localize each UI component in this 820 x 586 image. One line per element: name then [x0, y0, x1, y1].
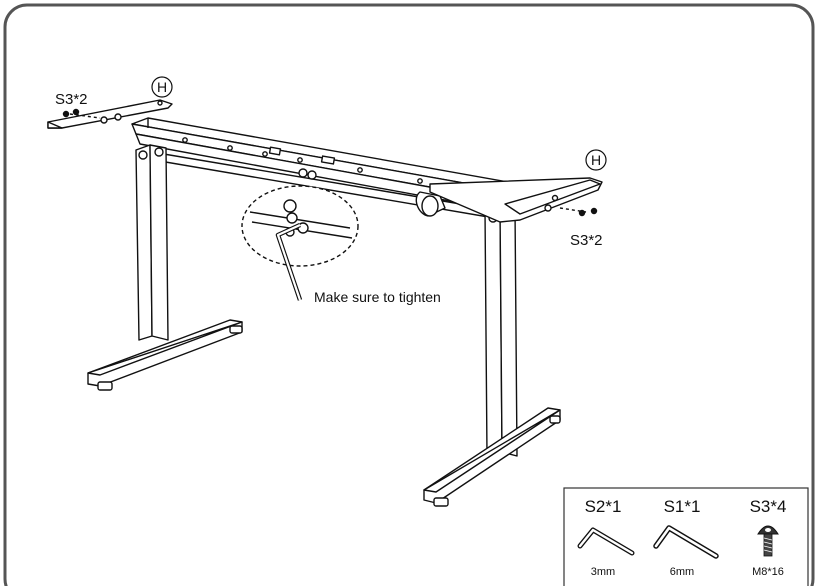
detail-callout — [241, 185, 359, 301]
right-screw-label: S3*2 — [570, 232, 603, 249]
left-screw-label: S3*2 — [55, 91, 88, 108]
parts-item-s3: S3*4 M8*16 — [750, 497, 787, 578]
parts-item-s2: S2*1 3mm — [577, 497, 635, 578]
right-screws — [559, 207, 598, 217]
hex-key-icon — [577, 527, 635, 556]
part-size-s2: 3mm — [591, 566, 615, 578]
part-size-s1: 6mm — [670, 566, 694, 578]
left-foot — [87, 319, 243, 391]
tighten-note: Make sure to tighten — [314, 289, 441, 305]
parts-item-s1: S1*1 6mm — [653, 497, 719, 578]
part-code-s3: S3*4 — [750, 497, 787, 516]
right-bracket — [429, 177, 603, 223]
right-foot — [423, 407, 561, 507]
parts-box: S2*1 3mm S1*1 6mm S3*4 — [563, 487, 809, 586]
part-code-s1: S1*1 — [664, 497, 701, 516]
part-code-s2: S2*1 — [585, 497, 622, 516]
hex-key-icon — [653, 525, 719, 559]
right-part-letter: H — [591, 152, 601, 168]
left-leg — [135, 144, 169, 341]
desk-frame-drawing — [47, 99, 603, 507]
right-part-marker: H — [585, 149, 607, 171]
screw-icon — [757, 525, 779, 557]
right-leg — [484, 204, 518, 457]
left-part-letter: H — [157, 79, 167, 95]
left-bracket — [47, 99, 173, 129]
left-screws — [62, 108, 101, 119]
left-part-marker: H — [151, 76, 173, 98]
part-size-s3: M8*16 — [752, 566, 784, 578]
motor-unit — [415, 191, 446, 217]
